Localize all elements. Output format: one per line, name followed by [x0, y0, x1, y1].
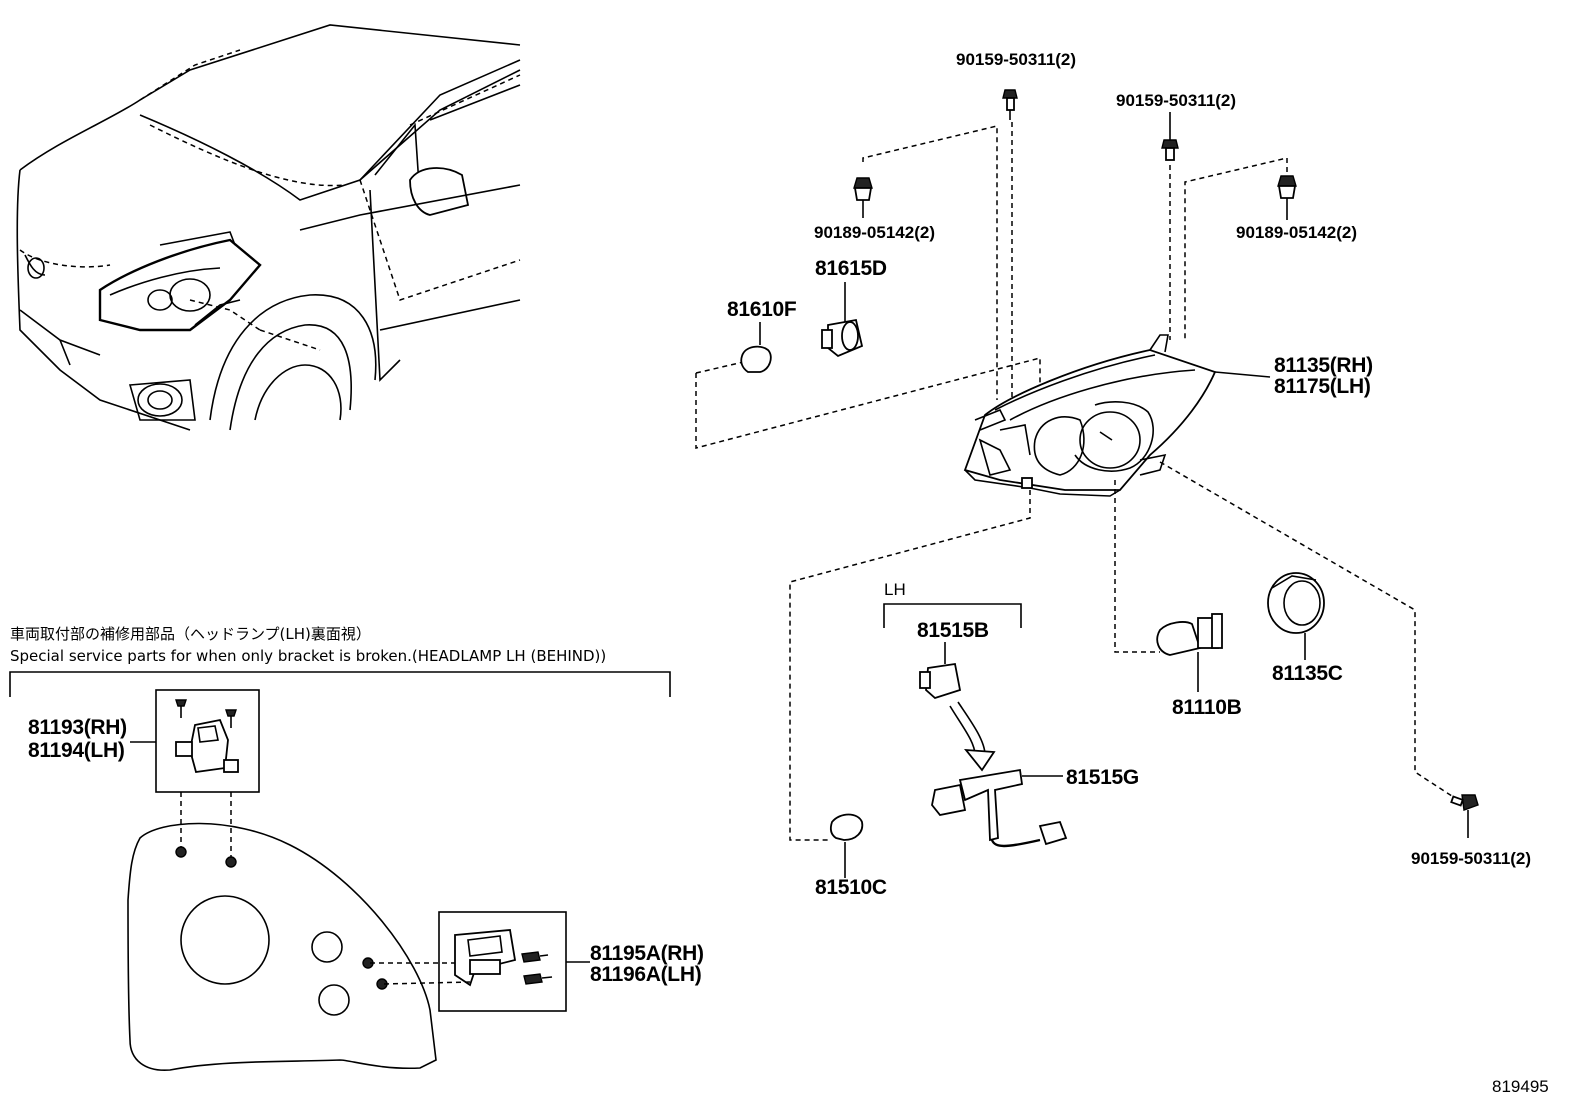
note-japanese: 車両取付部の補修用部品（ヘッドランプ(LH)裏面視） — [10, 625, 371, 643]
label-socket-81515b: 81515B — [917, 619, 989, 642]
bulb-81610f — [740, 322, 772, 373]
label-group-top: 90159-50311(2) 90159-50311(2) 90189-0514… — [727, 50, 1373, 398]
guide-81610f — [695, 357, 1041, 449]
bracket-box-side — [438, 911, 567, 1012]
label-bolt-top-center: 90159-50311(2) — [956, 50, 1076, 69]
label-bolt-bottom-right: 90159-50311(2) — [1411, 849, 1531, 868]
bulb-81110b — [1156, 613, 1223, 692]
figure-number: 819495 — [1492, 1077, 1549, 1096]
label-bracket-side-rh: 81195A(RH) — [590, 942, 704, 965]
guide-screw-left — [862, 125, 998, 400]
label-bulb-81610f: 81610F — [727, 298, 797, 321]
label-bracket-side-lh: 81196A(LH) — [590, 963, 701, 986]
bolt-icon-top-center — [1002, 89, 1018, 120]
label-bracket-top-lh: 81194(LH) — [28, 739, 125, 762]
guide-bolt-bottom — [1159, 461, 1459, 801]
label-cap-81135c: 81135C — [1272, 662, 1343, 685]
socket-81615d — [821, 282, 864, 358]
wire-socket-81515g — [931, 768, 1068, 848]
bolt-icon-top-right — [1161, 112, 1179, 161]
label-wire-81515g: 81515G — [1066, 766, 1139, 789]
car-illustration — [16, 24, 521, 431]
cap-81135c — [1267, 572, 1325, 660]
arrow-icon — [949, 701, 996, 772]
label-socket-81615d: 81615D — [815, 257, 887, 280]
note-bracket — [9, 671, 671, 697]
lh-group: LH — [883, 580, 1022, 628]
label-headlamp-lh: 81175(LH) — [1274, 375, 1371, 398]
screw-icon-right — [1277, 175, 1297, 220]
label-lh-group: LH — [884, 580, 906, 599]
label-bulb-81510c: 81510C — [815, 876, 887, 899]
guide-81110b — [1114, 480, 1160, 653]
guide-81510c — [789, 490, 1031, 841]
label-bolt-top-right: 90159-50311(2) — [1116, 91, 1236, 110]
label-screw-left: 90189-05142(2) — [814, 223, 935, 242]
label-bulb-81110b: 81110B — [1172, 696, 1242, 719]
bolt-icon-bottom-right — [1450, 794, 1479, 838]
label-headlamp-rh: 81135(RH) — [1274, 354, 1373, 377]
guide-screw-right — [1184, 157, 1288, 340]
bracket-box-top — [155, 689, 260, 793]
headlamp-back-view — [127, 822, 437, 1071]
guide-side-lower — [383, 981, 471, 985]
label-bracket-top-rh: 81193(RH) — [28, 716, 127, 739]
headlamp-assembly — [963, 334, 1271, 497]
bulb-81510c — [829, 813, 864, 878]
screw-icon-left — [853, 177, 873, 218]
note-english: Special service parts for when only brac… — [10, 647, 606, 665]
socket-81515b — [919, 662, 962, 700]
label-screw-right: 90189-05142(2) — [1236, 223, 1357, 242]
